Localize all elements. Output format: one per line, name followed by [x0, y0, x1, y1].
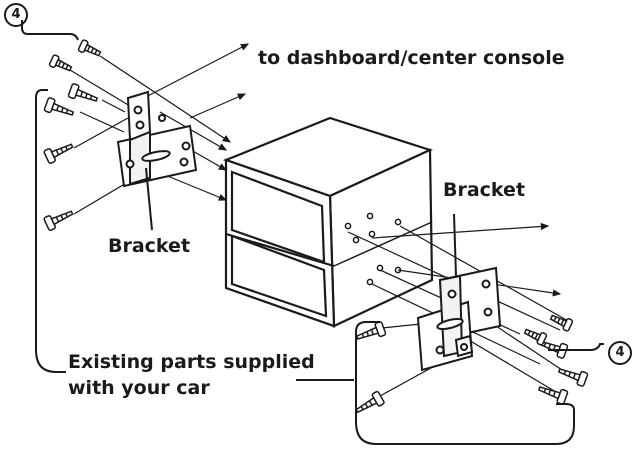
left-bracket — [116, 90, 198, 231]
bracket-label-right: Bracket — [443, 179, 526, 201]
existing-parts-line1: Existing parts supplied — [68, 351, 315, 373]
existing-parts-label: Existing parts supplied with your car — [68, 349, 315, 401]
screw-icon — [523, 314, 574, 346]
unit-mounting-holes — [344, 212, 402, 286]
screw-icon — [43, 83, 99, 231]
part-number-badge-right: 4 — [608, 341, 632, 365]
screw-icon — [48, 39, 102, 72]
bracket-label-left: Bracket — [108, 235, 191, 257]
part-number-badge-top-left: 4 — [4, 3, 28, 27]
existing-parts-brace-left — [35, 89, 66, 373]
screw-group-brace-right — [548, 343, 604, 351]
right-bracket — [416, 213, 502, 372]
dashboard-label: to dashboard/center console — [258, 47, 565, 69]
guide-lines-left — [69, 43, 250, 215]
existing-parts-line2: with your car — [68, 377, 210, 399]
screw-group-brace-top — [21, 20, 70, 35]
existing-parts-brace-right — [355, 321, 575, 445]
screw-group-brace-top2 — [69, 33, 79, 41]
